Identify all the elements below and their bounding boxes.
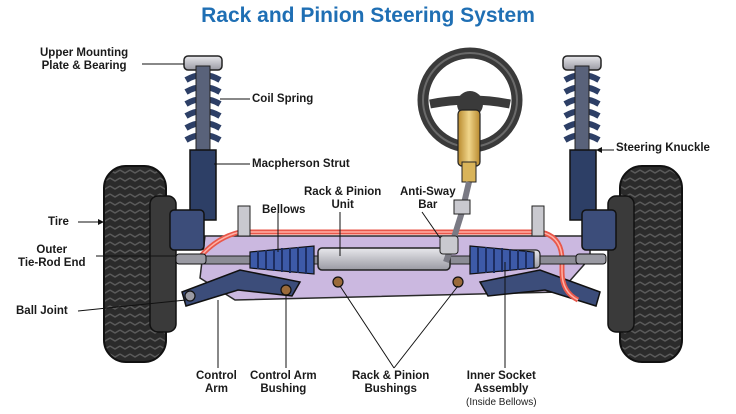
left-control-arm <box>181 269 302 307</box>
outer-tie-rod-end-left <box>175 253 207 265</box>
steering-wheel <box>417 47 523 153</box>
left-tire <box>103 165 177 363</box>
control-arm-bushing <box>280 284 292 296</box>
ball-joint <box>184 290 196 302</box>
left-strut <box>169 55 223 251</box>
right-bellows <box>469 245 535 275</box>
label-rack-pinion-bushings: Rack & Pinion Bushings <box>352 370 430 395</box>
leader-lines <box>77 63 614 369</box>
label-outer-tie-rod-end: Outer Tie-Rod End <box>18 244 86 269</box>
left-bellows <box>249 245 315 275</box>
label-bellows: Bellows <box>262 204 306 216</box>
right-tire <box>607 165 683 363</box>
label-ball-joint: Ball Joint <box>16 305 68 317</box>
leader-arrows <box>98 147 602 225</box>
label-coil-spring: Coil Spring <box>252 93 314 105</box>
steering-column <box>439 109 481 263</box>
label-steering-knuckle: Steering Knuckle <box>616 142 710 154</box>
label-anti-sway-bar: Anti-Sway Bar <box>400 186 456 211</box>
outer-tie-rod-end-right <box>575 253 607 265</box>
label-control-arm-bushing: Control Arm Bushing <box>250 370 317 395</box>
label-inside-bellows-note: (Inside Bellows) <box>466 397 537 408</box>
label-inner-socket-assembly: Inner Socket Assembly (Inside Bellows) <box>466 370 537 408</box>
label-macpherson-strut: Macpherson Strut <box>252 158 350 170</box>
page-title: Rack and Pinion Steering System <box>201 4 535 27</box>
rack-bushing-left <box>332 276 344 288</box>
rack-bushing-right <box>452 276 464 288</box>
label-upper-mounting-plate: Upper Mounting Plate & Bearing <box>40 47 129 72</box>
label-control-arm: Control Arm <box>196 370 237 395</box>
label-rack-pinion-unit: Rack & Pinion Unit <box>304 186 382 211</box>
right-strut <box>562 55 617 251</box>
label-tire: Tire <box>48 216 69 228</box>
